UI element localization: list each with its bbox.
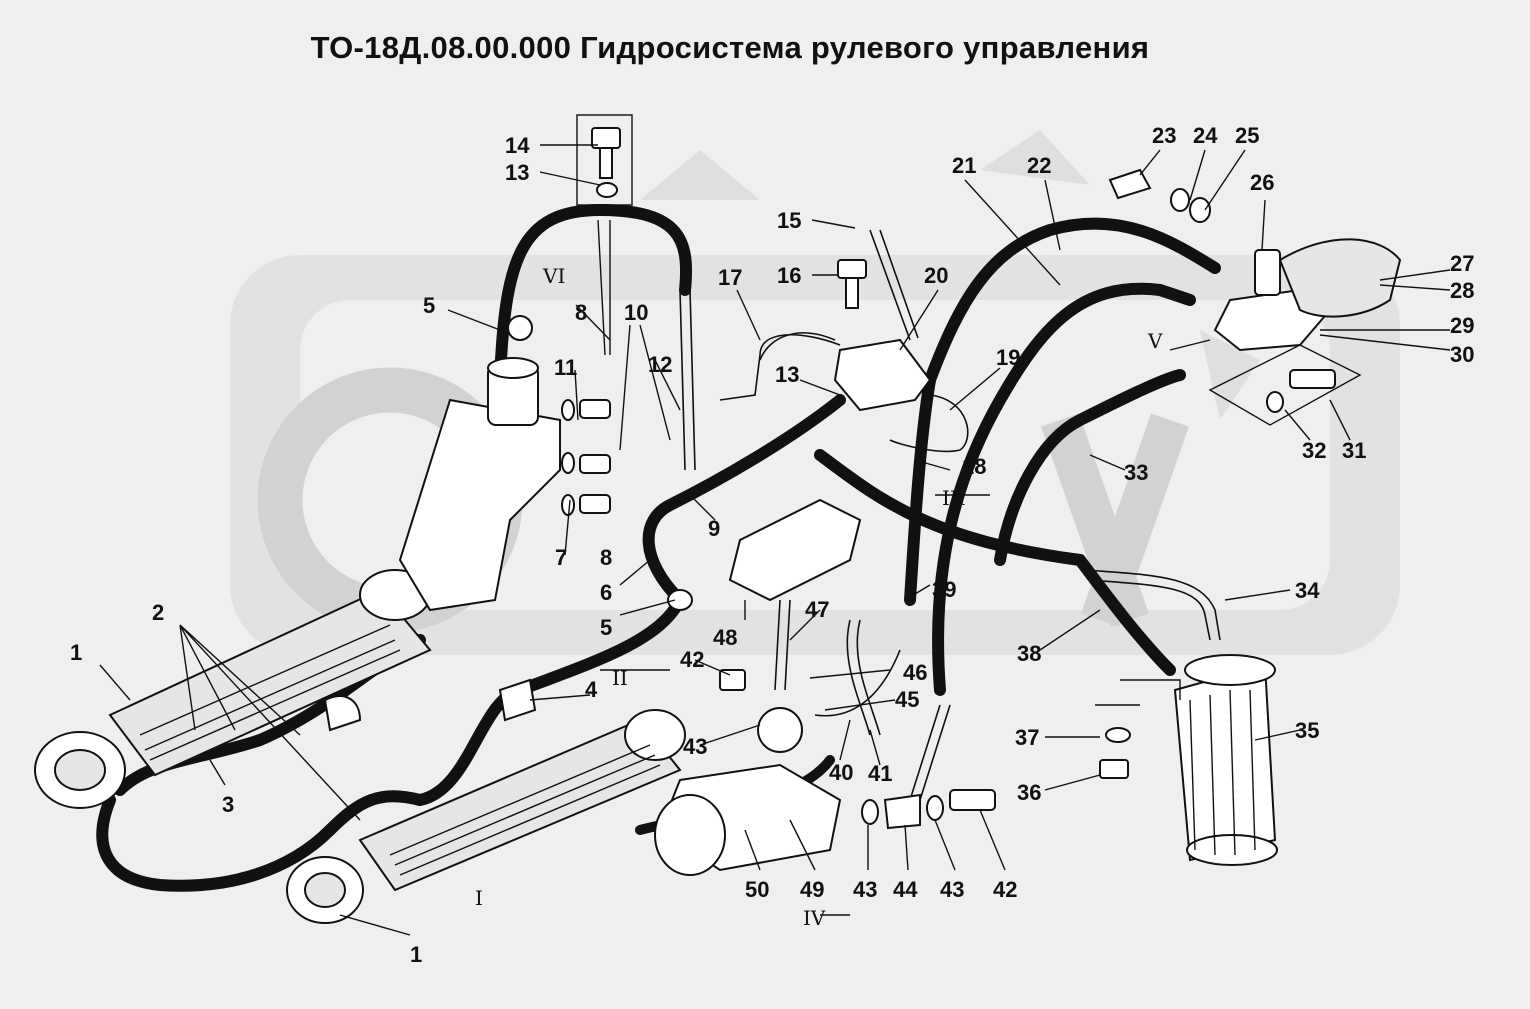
callout-label: 8	[600, 545, 612, 570]
callout-label: 4	[585, 677, 598, 702]
callout-label: 8	[575, 300, 587, 325]
diagram-title: ТО-18Д.08.00.000 Гидросистема рулевого у…	[310, 30, 1150, 65]
callout-label: 10	[624, 300, 648, 325]
view-label: I	[475, 886, 483, 910]
view-label: III	[942, 486, 966, 510]
callout-label: 11	[554, 355, 577, 380]
fittings	[323, 127, 1336, 830]
callout-label: 26	[1250, 170, 1274, 195]
callout-label: 43	[683, 734, 707, 759]
callout-label: 2	[152, 600, 164, 625]
view-label: VI	[542, 264, 565, 288]
callout-label: 19	[996, 345, 1020, 370]
callout-label: 20	[924, 263, 948, 288]
callout-label: 3	[222, 792, 234, 817]
callout-label: 42	[680, 647, 704, 672]
callout-label: 9	[708, 516, 720, 541]
hydraulic-cylinder-lower	[286, 709, 686, 924]
callout-label: 12	[648, 352, 672, 377]
hydraulic-cylinder-upper	[34, 569, 432, 809]
callout-label: 15	[777, 208, 801, 233]
callout-label: 17	[718, 265, 742, 290]
callout-label: 7	[555, 545, 567, 570]
callout-label: 29	[1450, 313, 1474, 338]
callout-labels: 1 1 2 3 4 5 5 6 7 8 8 9 10 11 12 13 13 1…	[70, 123, 1474, 967]
view-label: V	[1147, 329, 1163, 353]
callout-label: 27	[1450, 251, 1474, 276]
callout-label: 5	[600, 615, 612, 640]
callout-label: 31	[1342, 438, 1366, 463]
callout-label: 23	[1152, 123, 1176, 148]
callout-label: 40	[829, 760, 853, 785]
callout-label: 41	[868, 761, 892, 786]
callout-label: 1	[410, 942, 422, 967]
callout-label: 32	[1302, 438, 1326, 463]
callout-label: 42	[993, 877, 1017, 902]
callout-label: 22	[1027, 153, 1051, 178]
callout-label: 50	[745, 877, 769, 902]
callout-label: 49	[800, 877, 824, 902]
tubes	[679, 229, 1221, 801]
callout-label: 48	[713, 625, 737, 650]
callout-label: 1	[70, 640, 82, 665]
callout-label: 35	[1295, 718, 1319, 743]
callout-label: 21	[952, 153, 976, 178]
oil-filter	[1173, 654, 1278, 866]
callout-label: 5	[423, 293, 435, 318]
distributor-block	[728, 238, 1402, 602]
callout-label: 14	[505, 133, 530, 158]
callout-label: 43	[940, 877, 964, 902]
callout-label: 33	[1124, 460, 1148, 485]
callout-label: 28	[1450, 278, 1474, 303]
callout-label: 6	[600, 580, 612, 605]
steering-pump	[654, 707, 842, 876]
view-labels: I II III IV V VI	[475, 264, 1163, 930]
callout-label: 38	[1017, 641, 1041, 666]
callout-label: 16	[777, 263, 801, 288]
callout-label: 34	[1295, 578, 1320, 603]
callout-label: 47	[805, 597, 829, 622]
callout-label: 44	[893, 877, 918, 902]
oil-tank	[398, 357, 561, 612]
callout-label: 24	[1193, 123, 1218, 148]
callout-label: 46	[903, 660, 927, 685]
callout-label: 30	[1450, 342, 1474, 367]
view-label: IV	[803, 906, 826, 930]
view-label: II	[612, 666, 628, 690]
callout-label: 18	[962, 454, 986, 479]
callout-label: 13	[505, 160, 529, 185]
callout-label: 36	[1017, 780, 1041, 805]
callout-label: 13	[775, 362, 799, 387]
callout-label: 39	[932, 577, 956, 602]
callout-label: 37	[1015, 725, 1039, 750]
leader-lines	[99, 114, 1451, 936]
callout-label: 25	[1235, 123, 1259, 148]
callout-label: 43	[853, 877, 877, 902]
callout-label: 45	[895, 687, 919, 712]
